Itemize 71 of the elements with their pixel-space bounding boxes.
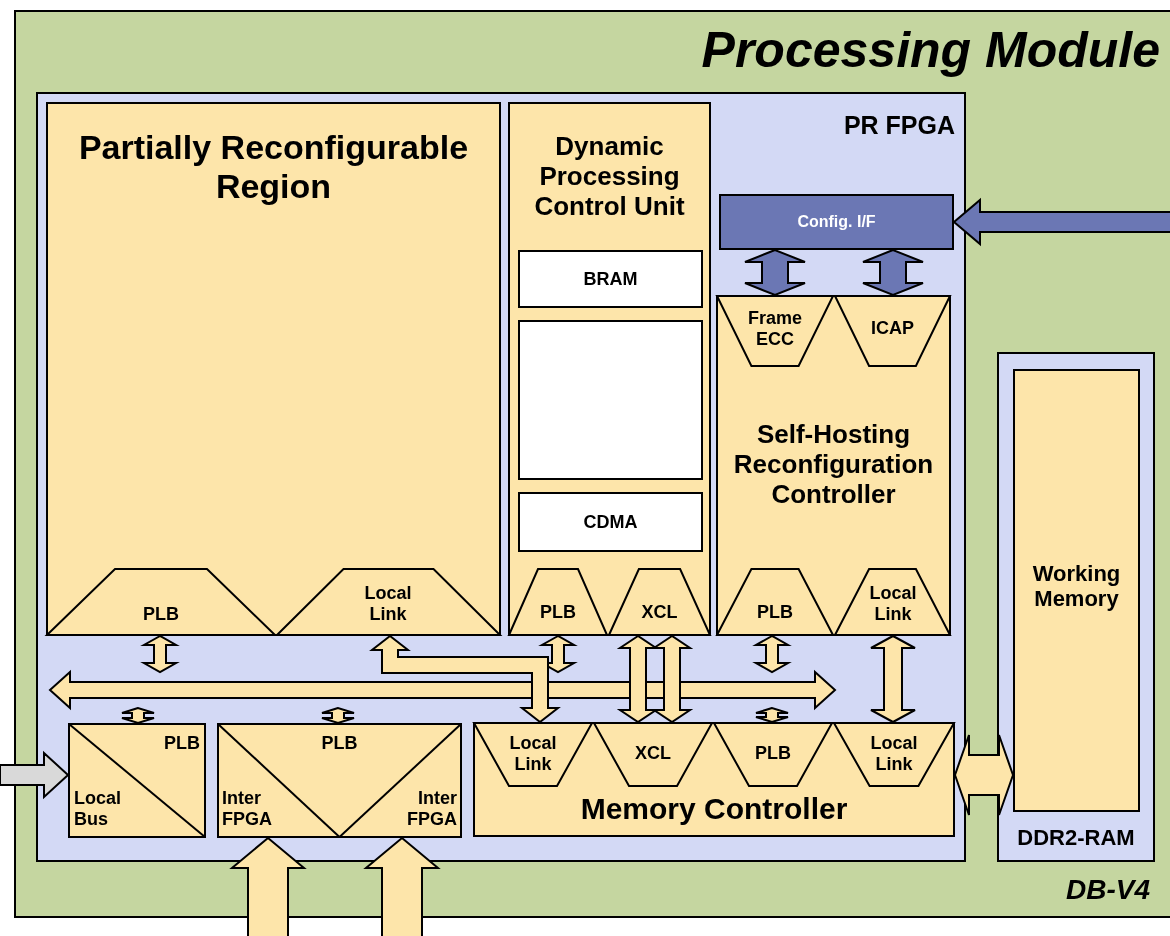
port-trapezoid	[508, 568, 608, 636]
double-arrow	[744, 248, 806, 297]
port-trapezoid	[716, 568, 834, 636]
port-label: ICAP	[871, 317, 914, 339]
bridge-box	[217, 723, 462, 838]
block-label: BRAM	[583, 268, 638, 290]
port-label: PLB	[540, 601, 576, 623]
double-arrow	[953, 734, 1015, 816]
port-label: Inter FPGA	[406, 788, 457, 830]
port-label: PLB	[757, 601, 793, 623]
interface-box	[719, 194, 954, 250]
double-arrow	[121, 706, 155, 725]
controller-title: Memory Controller	[580, 791, 848, 827]
fpga-panel	[36, 92, 966, 862]
double-arrow	[321, 706, 355, 725]
port-label: Frame ECC	[747, 308, 803, 350]
double-arrow	[870, 634, 916, 724]
module-title: Processing Module	[701, 22, 1160, 80]
memory-box	[1013, 369, 1140, 812]
port-label: Local Link	[869, 733, 919, 775]
port-trapezoid	[276, 568, 501, 636]
port-label: Local Bus	[74, 788, 122, 830]
port-label: PLB	[321, 732, 358, 754]
port-trapezoid	[834, 295, 951, 367]
port-trapezoid	[834, 568, 951, 636]
double-arrow	[862, 248, 924, 297]
port-label: Local Link	[363, 583, 413, 625]
arrow	[0, 750, 70, 800]
board-label: DB-V4	[1066, 874, 1150, 907]
port-label: PLB	[755, 742, 791, 764]
processor-block	[518, 320, 703, 480]
port-label: Local Link	[868, 583, 918, 625]
port-label: PLB	[143, 604, 179, 625]
port-label: XCL	[641, 601, 678, 623]
ram-label: DDR2-RAM	[1017, 825, 1135, 851]
arrow	[952, 197, 1170, 247]
memory-block	[518, 250, 703, 308]
port-trapezoid	[716, 295, 834, 367]
interface-label: Config. I/F	[797, 212, 876, 232]
bus-bar	[50, 672, 835, 708]
control-unit-box	[508, 102, 711, 636]
region-box	[46, 102, 501, 636]
port-trapezoid	[833, 722, 955, 787]
unit-title: Dynamic Processing Control Unit	[533, 132, 686, 222]
double-arrow	[369, 634, 561, 724]
port-label: Local Link	[508, 733, 558, 775]
bridge-box	[68, 723, 206, 838]
port-label: PLB	[164, 732, 200, 754]
controller-title: Self-Hosting Reconfiguration Controller	[732, 420, 935, 510]
port-trapezoid	[473, 722, 593, 787]
double-arrow	[755, 706, 789, 724]
ram-panel	[997, 352, 1155, 862]
arrow	[363, 836, 441, 936]
port-trapezoid	[46, 568, 276, 636]
block-label: CDMA	[583, 511, 638, 533]
panel-title: PR FPGA	[843, 110, 955, 140]
port-label: XCL	[635, 742, 671, 764]
controller-box	[716, 295, 951, 636]
port-trapezoid	[593, 722, 713, 787]
port-trapezoid	[608, 568, 711, 636]
arrow	[229, 836, 307, 936]
memory-label: Working Memory	[1031, 560, 1122, 612]
port-trapezoid	[713, 722, 833, 787]
port-label: Inter FPGA	[222, 788, 273, 830]
controller-box	[473, 722, 955, 837]
double-arrow	[752, 634, 792, 674]
double-arrow	[538, 634, 578, 674]
dma-block	[518, 492, 703, 552]
module-panel	[14, 10, 1170, 918]
region-title: Partially Reconfigurable Region	[77, 127, 470, 207]
double-arrow	[140, 634, 180, 674]
